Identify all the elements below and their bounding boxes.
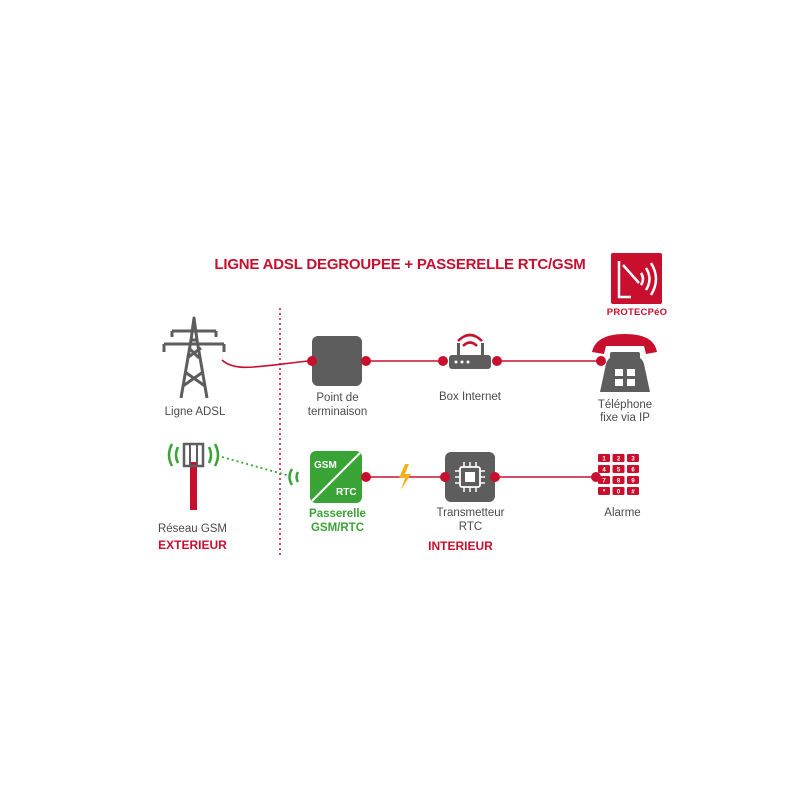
label-rtc: RTC <box>458 521 483 533</box>
link-antenna-gateway <box>221 456 291 477</box>
label-fixe-via-ip: fixe via IP <box>600 412 650 424</box>
brand-name: PROTECPéO <box>606 307 668 318</box>
keypad-key <box>598 454 610 462</box>
router-icon <box>438 333 502 369</box>
keypad-key <box>598 476 610 484</box>
gateway-text-rtc: RTC <box>336 487 357 498</box>
keypad-key <box>612 465 625 473</box>
link-pylon-termination <box>221 359 309 369</box>
keypad-key <box>598 465 610 473</box>
keypad-key <box>627 454 639 462</box>
keypad-icon: 1 2 3 4 5 6 7 8 9 * 0 # <box>598 454 639 495</box>
keypad-key-label: # <box>631 489 635 495</box>
signal-logo-icon <box>617 261 658 299</box>
label-gsm-rtc: GSM/RTC <box>310 522 365 534</box>
keypad-key-label: * <box>603 489 606 495</box>
keypad-key-label: 1 <box>602 456 606 462</box>
label-point-de: Point de <box>316 392 359 404</box>
keypad-key-label: 4 <box>602 467 606 473</box>
power-pylon-icon <box>162 316 226 399</box>
chip-icon <box>440 452 500 502</box>
zone-interior-label: INTERIEUR <box>428 539 493 553</box>
label-ligne-adsl: Ligne ADSL <box>164 406 226 418</box>
zone-exterior-label: EXTERIEUR <box>158 538 227 552</box>
cell-tower-icon <box>167 442 220 510</box>
keypad-key-label: 3 <box>631 456 635 462</box>
keypad-key-label: 2 <box>617 456 621 462</box>
brand-logo <box>611 253 662 304</box>
alarm-connector <box>591 472 601 482</box>
keypad-key <box>627 476 639 484</box>
label-passerelle: Passerelle <box>309 508 366 520</box>
keypad-key-label: 5 <box>617 467 621 473</box>
keypad-key <box>627 465 639 473</box>
keypad-key-label: 7 <box>602 478 606 484</box>
label-transmetteur: Transmetteur <box>436 507 505 519</box>
termination-box-icon <box>307 336 371 386</box>
keypad-key <box>612 454 625 462</box>
lightning-icon <box>399 464 411 490</box>
keypad-key <box>627 487 639 495</box>
keypad-key-label: 6 <box>631 467 635 473</box>
label-reseau-gsm: Réseau GSM <box>157 523 228 535</box>
label-telephone: Téléphone <box>597 399 653 411</box>
label-alarme: Alarme <box>604 507 641 519</box>
gateway-text-gsm: GSM <box>314 460 337 471</box>
label-terminaison: terminaison <box>307 406 368 418</box>
telephone-icon <box>592 334 657 392</box>
keypad-key-label: 9 <box>631 478 635 484</box>
page-title: LIGNE ADSL DEGROUPEE + PASSERELLE RTC/GS… <box>214 256 586 273</box>
keypad-key <box>612 476 625 484</box>
gateway-icon: GSM RTC <box>288 451 371 503</box>
keypad-key-label: 0 <box>617 489 621 495</box>
keypad-key <box>598 487 610 495</box>
keypad-key-label: 8 <box>617 478 621 484</box>
keypad-key <box>612 487 625 495</box>
label-box-internet: Box Internet <box>438 391 501 403</box>
